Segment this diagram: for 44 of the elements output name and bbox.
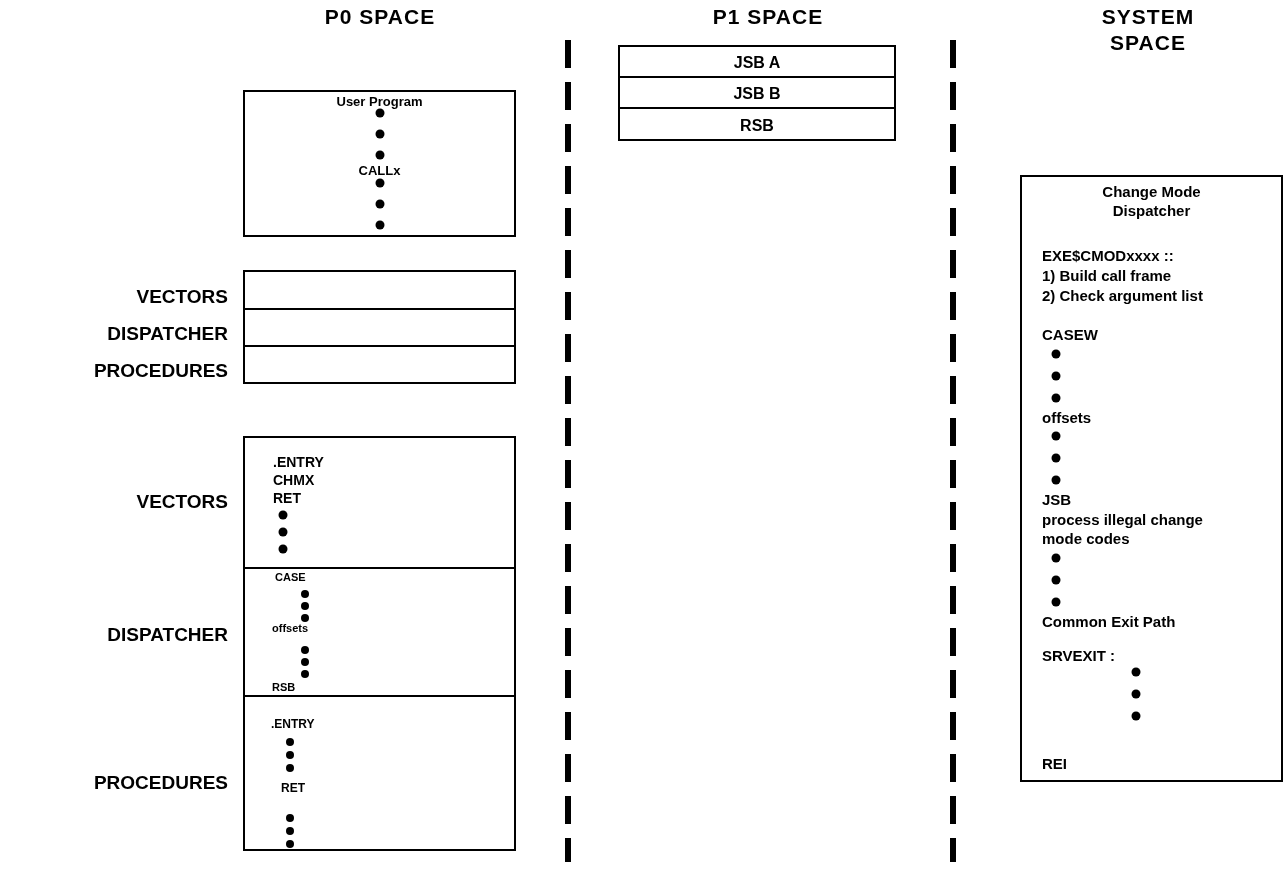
code-text: REI bbox=[1042, 755, 1067, 774]
code-text: EXE$CMODxxxx :: bbox=[1042, 247, 1174, 266]
region-label: DISPATCHER bbox=[107, 624, 228, 646]
code-text: User Program bbox=[335, 94, 424, 111]
column-heading: P0 SPACE bbox=[323, 4, 437, 30]
memory-box bbox=[243, 695, 516, 851]
code-text: Common Exit Path bbox=[1042, 613, 1176, 632]
region-label: VECTORS bbox=[136, 491, 228, 513]
region-label: VECTORS bbox=[136, 286, 228, 308]
code-text: RSB bbox=[272, 681, 296, 695]
code-text: Change Mode Dispatcher bbox=[1101, 183, 1202, 221]
memory-box bbox=[618, 107, 896, 141]
code-text: CASE bbox=[275, 571, 306, 585]
code-text: CASEW bbox=[1042, 326, 1098, 345]
region-label: PROCEDURES bbox=[93, 772, 228, 794]
column-heading: SYSTEM SPACE bbox=[1100, 4, 1196, 56]
code-text: .ENTRY bbox=[271, 717, 315, 732]
code-text: RET bbox=[281, 781, 305, 796]
memory-box bbox=[618, 45, 896, 78]
memory-box bbox=[243, 308, 516, 347]
memory-box bbox=[243, 567, 516, 697]
code-text: .ENTRY bbox=[273, 454, 324, 472]
memory-box bbox=[243, 345, 516, 384]
memory-box bbox=[1020, 175, 1283, 782]
code-text: 2) Check argument list bbox=[1042, 287, 1204, 306]
code-text: offsets bbox=[272, 622, 309, 636]
column-heading: P1 SPACE bbox=[711, 4, 825, 30]
code-text: offsets bbox=[1042, 409, 1092, 428]
code-text: 1) Build call frame bbox=[1042, 267, 1172, 286]
memory-box bbox=[243, 90, 516, 237]
code-text: SRVEXIT : bbox=[1042, 647, 1116, 666]
region-label: DISPATCHER bbox=[107, 323, 228, 345]
memory-box bbox=[618, 76, 896, 109]
code-text: RSB bbox=[739, 116, 775, 136]
region-label: PROCEDURES bbox=[93, 360, 228, 382]
code-text: JSB A bbox=[732, 53, 782, 73]
memory-box bbox=[243, 436, 516, 569]
code-text: JSB bbox=[1042, 491, 1072, 510]
code-text: CALLx bbox=[357, 163, 402, 180]
code-text: JSB B bbox=[732, 84, 782, 104]
code-text: process illegal change mode codes bbox=[1042, 511, 1204, 549]
code-text: RET bbox=[273, 490, 301, 508]
memory-box bbox=[243, 270, 516, 310]
code-text: CHMX bbox=[273, 472, 315, 490]
